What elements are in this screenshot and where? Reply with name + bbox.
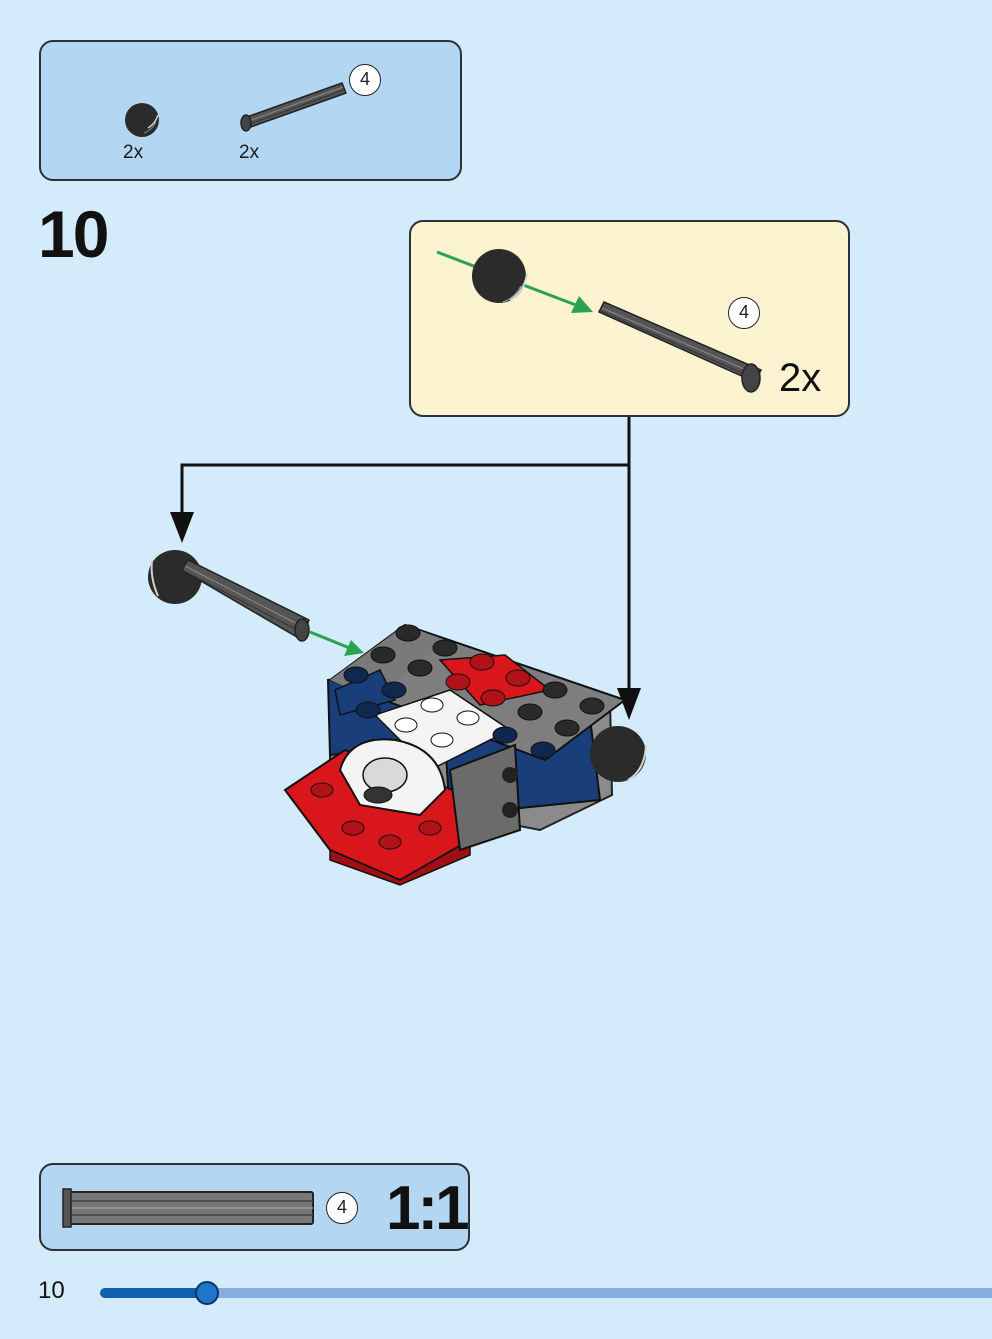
progress-fill <box>100 1288 208 1298</box>
axle-quantity: 2x <box>239 142 260 163</box>
callout-quantity: 2x <box>779 356 822 400</box>
ball-joint-icon <box>125 103 159 137</box>
step-number: 10 <box>38 197 109 271</box>
scale-ratio: 1:1 <box>386 1174 470 1243</box>
subassembly-illustration <box>436 249 763 393</box>
page-number: 10 <box>38 1277 65 1304</box>
axle-icon <box>180 559 310 642</box>
progress-track <box>100 1288 992 1298</box>
progress-knob <box>195 1281 220 1305</box>
axle-length-badge: 4 <box>349 64 381 96</box>
ball-joint-icon <box>472 249 528 303</box>
axle-length-badge: 4 <box>326 1192 358 1224</box>
parts-list-box: 2x 2x 4 <box>39 40 462 181</box>
brick-studs <box>343 624 605 759</box>
axle-icon <box>597 301 763 393</box>
axle-icon <box>240 82 347 132</box>
axle-length-badge: 4 <box>728 297 760 329</box>
subassembly-callout: 4 2x <box>409 220 850 417</box>
scale-reference-box: 4 1:1 <box>39 1163 470 1251</box>
ball-joint-quantity: 2x <box>123 142 144 163</box>
axle-icon <box>62 1188 314 1228</box>
ball-joint-icon <box>590 726 647 782</box>
